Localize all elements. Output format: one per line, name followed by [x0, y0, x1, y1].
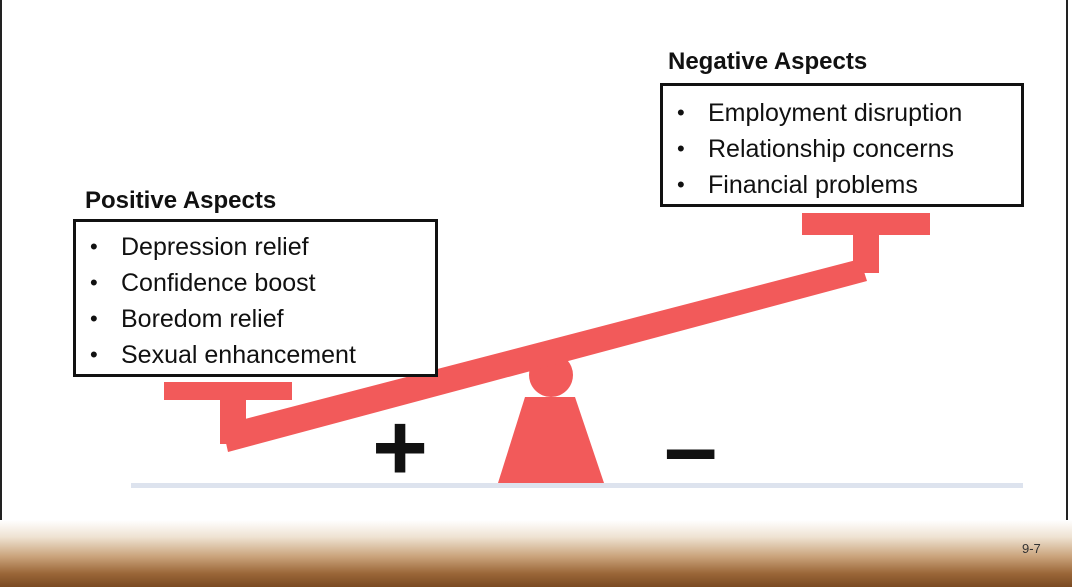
- bullet: •: [677, 100, 685, 125]
- frame-left-border: [0, 0, 2, 587]
- negative-aspects-list: • Employment disruption • Relationship con…: [663, 95, 1021, 203]
- list-item: • Sexual enhancement: [76, 337, 435, 373]
- positive-aspects-box: • Depression relief • Confidence boost • Bo…: [73, 219, 438, 377]
- seesaw-graphic: [131, 213, 1023, 488]
- right-pan-stem: [853, 233, 879, 273]
- left-pan-stem: [220, 398, 246, 444]
- positive-aspects-heading: Positive Aspects: [85, 187, 277, 214]
- list-item: • Financial problems: [663, 167, 1021, 203]
- list-item-label: Employment disruption: [708, 99, 963, 127]
- slide-footer-band: [0, 520, 1072, 587]
- frame-right-border: [1066, 0, 1068, 587]
- list-item-label: Relationship concerns: [708, 135, 954, 163]
- list-item-label: Depression relief: [121, 233, 309, 261]
- negative-aspects-heading: Negative Aspects: [668, 48, 868, 75]
- bullet: •: [90, 306, 98, 331]
- left-pan-plate: [164, 382, 292, 400]
- ground-line: [131, 483, 1023, 488]
- negative-aspects-box: • Employment disruption • Relationship con…: [660, 83, 1024, 207]
- list-item-label: Sexual enhancement: [121, 341, 356, 369]
- bullet: •: [90, 234, 98, 259]
- seesaw-beam: [222, 259, 867, 452]
- page-number: 9-7: [1022, 541, 1041, 556]
- list-item: • Employment disruption: [663, 95, 1021, 131]
- seesaw-diagram: + – Positive Aspects • Depression relief …: [73, 48, 1024, 501]
- list-item-label: Financial problems: [708, 171, 918, 199]
- bullet: •: [90, 342, 98, 367]
- list-item: • Relationship concerns: [663, 131, 1021, 167]
- minus-sign: –: [664, 394, 718, 501]
- list-item: • Confidence boost: [76, 265, 435, 301]
- right-pan-plate: [802, 213, 930, 235]
- list-item: • Boredom relief: [76, 301, 435, 337]
- bullet: •: [677, 172, 685, 197]
- list-item: • Depression relief: [76, 229, 435, 265]
- positive-aspects-list: • Depression relief • Confidence boost • Bo…: [76, 229, 435, 373]
- plus-sign: +: [372, 394, 429, 501]
- fulcrum-base: [498, 397, 604, 483]
- list-item-label: Confidence boost: [121, 269, 316, 297]
- list-item-label: Boredom relief: [121, 305, 284, 333]
- bullet: •: [90, 270, 98, 295]
- bullet: •: [677, 136, 685, 161]
